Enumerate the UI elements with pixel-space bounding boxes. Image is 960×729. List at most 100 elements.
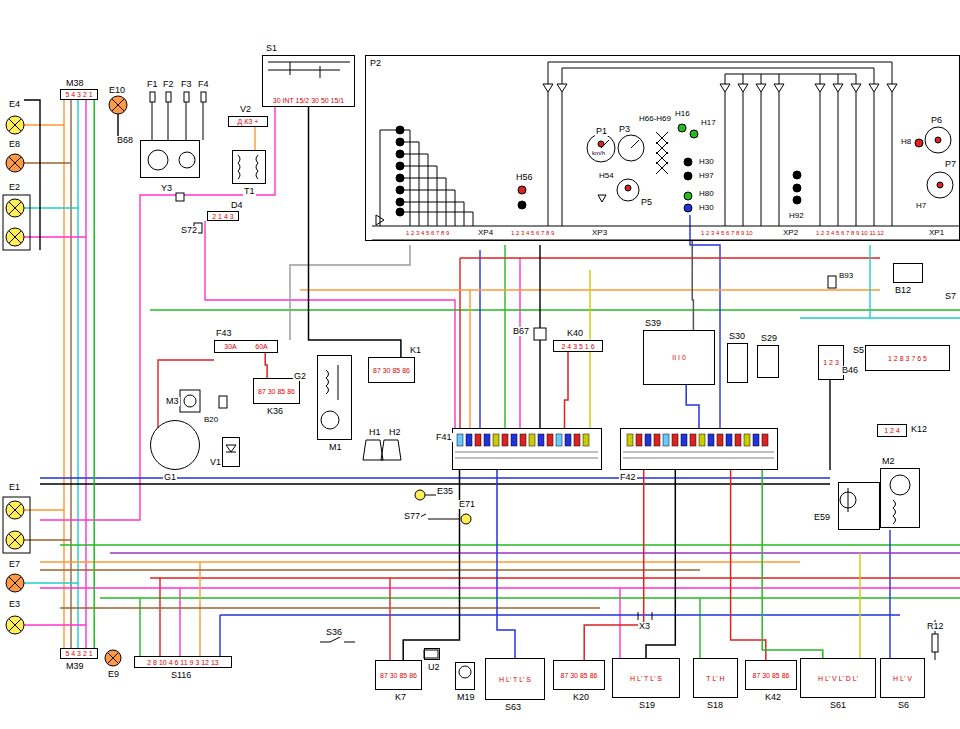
- part-label: H92: [788, 212, 805, 220]
- part-label: S63: [504, 703, 522, 712]
- pin-numbers: Д КЗ +: [237, 118, 260, 125]
- part-label: B93: [838, 272, 854, 280]
- part-label: T1: [243, 187, 256, 196]
- part-label: V1: [209, 458, 222, 467]
- part-label: 1 2 3 4 5 6 7 8 9: [405, 230, 450, 236]
- part-label: K7: [394, 693, 407, 702]
- part-label: G1: [163, 473, 177, 482]
- part-label: F2: [162, 80, 175, 89]
- part-label: XP3: [591, 229, 608, 237]
- wire: [497, 470, 515, 658]
- part-label: 1 2 3 4 5 6 7 8 9 10 11 12: [815, 230, 885, 236]
- part-label: H8: [900, 138, 912, 146]
- part-label: Y3: [160, 184, 173, 193]
- pin-numbers: 60A: [254, 343, 268, 350]
- part-label: P5: [640, 198, 653, 207]
- part-label: XP4: [477, 229, 494, 237]
- connector-block: D42 1 4 3: [207, 211, 239, 221]
- relay-box: K2087 30 85 86: [553, 660, 605, 690]
- instrument-cluster: P2: [365, 55, 960, 241]
- pin-numbers: 87 30 85 86: [257, 388, 296, 395]
- part-label: E71: [458, 500, 476, 509]
- part-label: H7: [915, 202, 927, 210]
- part-label: K20: [572, 693, 590, 702]
- part-label: M2: [881, 457, 896, 466]
- part-label: K36: [266, 407, 284, 416]
- part-label: P7: [944, 160, 957, 169]
- transformer-box: T1: [232, 150, 266, 184]
- switch-box: S18T L' H: [693, 658, 738, 698]
- wire: [403, 470, 459, 660]
- switch-box: S51 2 8 3 7 6 5: [865, 345, 950, 371]
- part-label: E3: [8, 600, 21, 609]
- part-label: K12: [910, 425, 928, 434]
- part-label: H1: [368, 428, 382, 437]
- ignition-switch: S130 INT 15/2 30 50 15/1: [262, 55, 355, 107]
- wire: [731, 470, 766, 660]
- part-label: M19: [456, 693, 476, 702]
- part-label: H16: [674, 110, 691, 118]
- part-label: B20: [203, 416, 219, 424]
- wire: [265, 353, 267, 378]
- part-label: E35: [436, 487, 454, 496]
- sensor-box: B12: [893, 263, 923, 283]
- pin-numbers: 30 INT 15/2 30 50 15/1: [272, 97, 345, 104]
- relay-box: K3687 30 85 86: [253, 378, 300, 404]
- part-label: 1 2 3 4 5 6 7 8 9 10: [700, 230, 754, 236]
- part-label: B67: [512, 327, 530, 336]
- part-label: S39: [644, 319, 662, 328]
- wire: [686, 385, 699, 428]
- relay-box: K121 2 4: [877, 424, 907, 437]
- rectifier-box: V1: [222, 437, 240, 467]
- part-label: H56: [515, 173, 534, 182]
- part-label: H80: [698, 190, 715, 198]
- motor-box: E59: [838, 482, 880, 530]
- part-label: H97: [698, 172, 715, 180]
- part-label: E2: [8, 183, 21, 192]
- part-label: F3: [180, 80, 193, 89]
- pin-numbers: 2 1 4 3: [211, 213, 234, 220]
- pin-numbers: II I 0: [671, 354, 687, 361]
- switch-box: S6H L' V: [880, 658, 925, 698]
- part-label: M39: [65, 662, 85, 671]
- part-label: H17: [700, 119, 717, 127]
- part-label: E7: [8, 560, 21, 569]
- wire: [584, 470, 644, 660]
- part-label: R12: [926, 622, 945, 631]
- wire: [309, 107, 401, 357]
- relay-box: K787 30 85 86: [375, 660, 422, 690]
- pin-numbers: 87 30 85 86: [379, 672, 418, 679]
- pin-numbers: 87 30 85 86: [752, 672, 791, 679]
- part-label: F41: [435, 433, 453, 442]
- part-label: E4: [8, 100, 21, 109]
- part-label: P2: [369, 59, 382, 68]
- wire: [94, 100, 95, 648]
- connector-block: V2Д КЗ +: [228, 116, 268, 127]
- part-label: X3: [638, 622, 651, 631]
- part-label: S77: [403, 512, 421, 521]
- unit-box: U2: [424, 648, 440, 660]
- connector-block: K402 4 3 5 1 6: [553, 340, 603, 352]
- wire: [692, 241, 693, 330]
- wire: [762, 470, 823, 658]
- connector-block: M385 4 3 2 1: [60, 89, 98, 100]
- part-label: M1: [328, 443, 343, 452]
- part-label: K1: [409, 346, 422, 355]
- pin-numbers: 30A: [223, 343, 237, 350]
- connector-block: S1162 8 10 4 6 11 9 3 12 13: [134, 656, 232, 668]
- generator-symbol: G1: [150, 420, 200, 470]
- part-label: F4: [197, 80, 210, 89]
- motor-box: M19: [455, 662, 475, 690]
- part-label: H30: [698, 204, 715, 212]
- part-label: H54: [598, 172, 615, 180]
- part-label: S5: [852, 346, 865, 355]
- starter-box: M1: [317, 355, 352, 440]
- pin-numbers: H L' T L' S: [498, 676, 532, 683]
- switch-box: S63H L' T L' S: [485, 658, 545, 700]
- part-label: F1: [146, 80, 159, 89]
- part-label: P3: [618, 125, 631, 134]
- part-label: B12: [894, 286, 912, 295]
- pin-numbers: 5 4 3 2 1: [64, 91, 93, 98]
- part-label: V2: [239, 105, 252, 114]
